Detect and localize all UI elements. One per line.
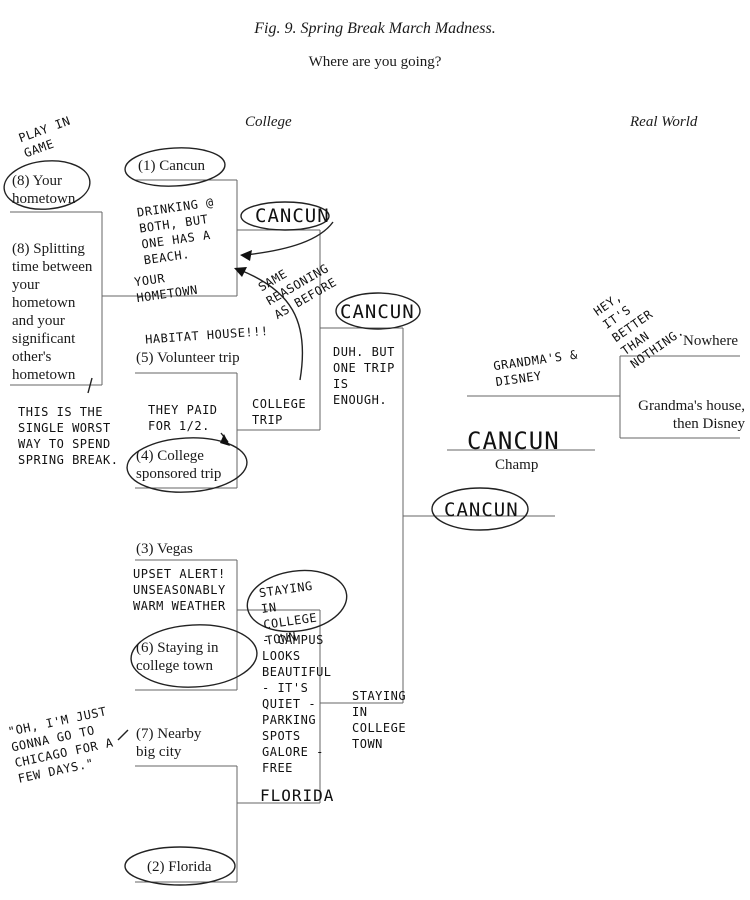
team-florida: (2) Florida xyxy=(147,859,212,875)
champ-label: Champ xyxy=(495,457,539,473)
arrowhead-2 xyxy=(234,267,247,277)
note-upset-alert: UPSET ALERT! UNSEASONABLY WARM WEATHER xyxy=(133,567,226,613)
team-nearby-big-city: (7) Nearby big city xyxy=(136,726,202,760)
arrowhead-1 xyxy=(240,250,252,261)
team-college-sponsored-trip: (4) College sponsored trip xyxy=(136,448,222,482)
note-worst-way: THIS IS THE SINGLE WORST WAY TO SPEND SP… xyxy=(18,405,119,467)
circle-cancun-final xyxy=(431,487,529,531)
circle-college-trip xyxy=(126,437,248,493)
team-grandmas-house: Grandma's house, then Disney xyxy=(638,398,745,432)
circle-staying-seed xyxy=(130,624,258,688)
arrow-college-to-volunteer xyxy=(239,269,304,381)
circle-cancun-r2 xyxy=(335,292,421,330)
note-cancun-final: CANCUN xyxy=(444,499,519,521)
circle-staying-r1 xyxy=(246,569,348,633)
team-vegas: (3) Vegas xyxy=(136,541,193,557)
figure-subtitle: Where are you going? xyxy=(308,54,442,70)
note-reasons: - CAMPUS LOOKS BEAUTIFUL - IT'S QUIET - … xyxy=(262,633,332,775)
team-volunteer-trip: (5) Volunteer trip xyxy=(136,350,240,366)
note-florida: FLORIDA xyxy=(260,786,335,805)
note-staying-r2: STAYING IN COLLEGE TOWN xyxy=(352,689,407,751)
column-real-world: Real World xyxy=(630,114,698,130)
team-your-hometown: (8) Your hometown xyxy=(12,173,76,207)
circle-florida xyxy=(124,846,236,886)
arrowhead-3 xyxy=(220,434,230,446)
note-cancun-r2: CANCUN xyxy=(340,301,415,323)
team-cancun: (1) Cancun xyxy=(138,158,206,174)
team-nowhere: Nowhere xyxy=(683,333,738,349)
circle-cancun-seed xyxy=(124,147,226,187)
column-college: College xyxy=(245,114,292,130)
circle-cancun-r1 xyxy=(240,201,330,231)
team-splitting-time: (8) Splitting time between your hometown… xyxy=(12,241,93,383)
note-cancun-r1: CANCUN xyxy=(255,205,330,227)
note-duh: DUH. BUT ONE TRIP IS ENOUGH. xyxy=(333,345,395,407)
note-drinking: DRINKING @ BOTH, BUT ONE HAS A BEACH. xyxy=(136,195,215,268)
circle-your-hometown xyxy=(3,160,91,210)
team-staying-in-college-town: (6) Staying in college town xyxy=(136,640,219,674)
note-cancun-champ: CANCUN xyxy=(467,427,560,455)
arrow-worst-to-splitting xyxy=(87,377,93,394)
arrow-cancun-to-hometown xyxy=(244,221,334,256)
figure-title: Fig. 9. Spring Break March Madness. xyxy=(254,20,496,37)
note-they-paid: THEY PAID FOR 1/2. xyxy=(148,403,218,433)
note-college-trip: COLLEGE TRIP xyxy=(252,397,307,427)
arrow-chicago-to-city xyxy=(117,729,129,741)
